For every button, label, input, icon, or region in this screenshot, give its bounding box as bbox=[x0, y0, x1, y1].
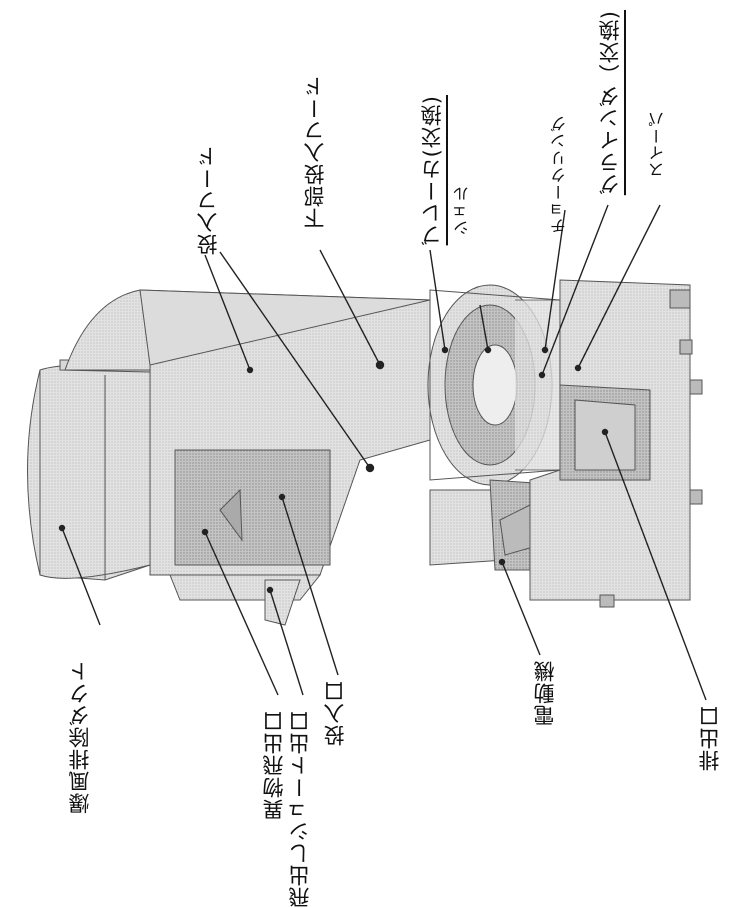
label-grinding: グラインダ（交換) bbox=[598, 10, 622, 196]
label-chute-outlet: 飛出しシュート出口 bbox=[288, 710, 312, 908]
crusher-body bbox=[427, 284, 561, 486]
duct-shape bbox=[27, 359, 151, 581]
label-inlet: 投入口 bbox=[323, 680, 347, 746]
label-foreign-outlet: 異物飛出口 bbox=[262, 710, 286, 820]
label-lower-input-hood: 下部投入フード bbox=[303, 75, 327, 229]
label-motor: 電動機 bbox=[533, 660, 557, 726]
label-shell: シェル bbox=[453, 185, 472, 236]
label-choke-ring: チョークリング bbox=[550, 115, 569, 234]
crusher-diagram: 爆風排除ダクト 異物飛出口 飛出しシュート出口 投入口 電動機 排出口 投入フー… bbox=[27, 10, 722, 908]
label-discharge: 排出口 bbox=[698, 705, 722, 771]
leader-lines bbox=[58, 204, 707, 701]
label-sweeper: スイーパ bbox=[648, 110, 667, 178]
machine-drawing bbox=[27, 204, 707, 701]
label-breaker: ブレーカ(交換) bbox=[420, 95, 444, 246]
label-explosion-duct: 爆風排除ダクト bbox=[68, 660, 92, 814]
hood-shape bbox=[64, 289, 431, 626]
label-input-hood: 投入フード bbox=[196, 145, 220, 255]
